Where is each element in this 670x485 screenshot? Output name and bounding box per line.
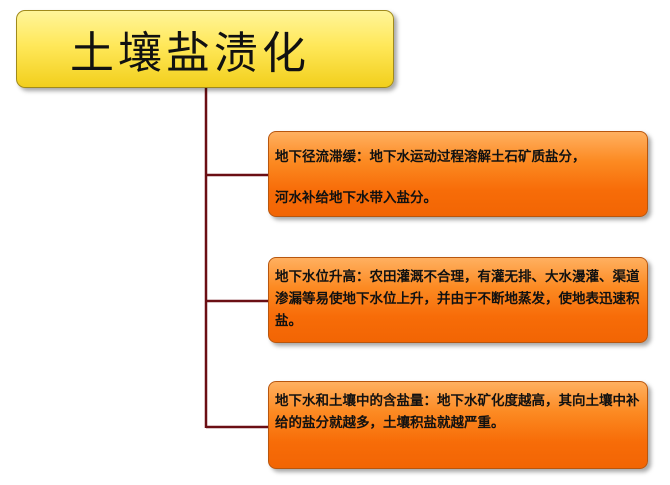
branch-box-water-table-rise: 地下水位升高：农田灌溉不合理，有灌无排、大水漫灌、渠道渗漏等易使地下水位上升，并… (268, 257, 648, 343)
branch-1-line-2: 河水补给地下水带入盐分。 (275, 190, 437, 206)
branch-2-text: 地下水位升高：农田灌溉不合理，有灌无排、大水漫灌、渠道渗漏等易使地下水位上升，并… (275, 269, 640, 329)
branch-3-text: 地下水和土壤中的含盐量：地下水矿化度越高，其向土壤中补给的盐分就越多，土壤积盐就… (275, 393, 640, 431)
diagram-title: 土壤盐渍化 (70, 28, 310, 79)
branch-box-salt-content: 地下水和土壤中的含盐量：地下水矿化度越高，其向土壤中补给的盐分就越多，土壤积盐就… (268, 381, 648, 469)
branch-box-groundwater-runoff: 地下径流滞缓：地下水运动过程溶解土石矿质盐分， 河水补给地下水带入盐分。 (268, 131, 648, 217)
branch-1-line-1: 地下径流滞缓：地下水运动过程溶解土石矿质盐分， (275, 149, 586, 165)
title-box: 土壤盐渍化 (16, 10, 394, 88)
